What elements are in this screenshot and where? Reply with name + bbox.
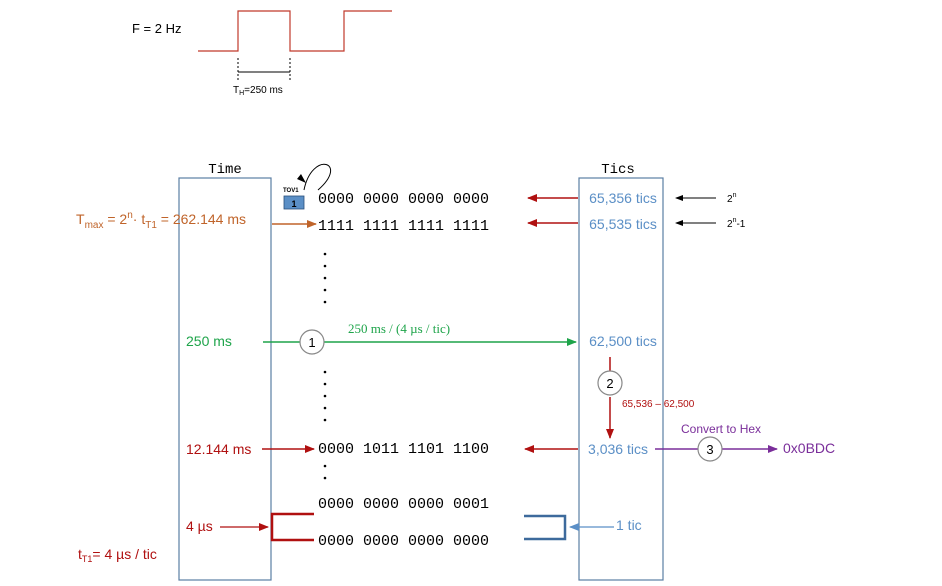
frequency-label: F = 2 Hz [132, 21, 182, 36]
tmax-label: Tmax = 2n· tT1 = 262.144 ms [76, 210, 246, 231]
register-overflow-zero: 0000 0000 0000 0000 [318, 191, 489, 208]
register-max: 1111 1111 1111 1111 [318, 218, 489, 235]
hex-value: 0x0BDC [783, 440, 835, 456]
time-12144ms: 12.144 ms [186, 441, 251, 457]
tov1-loop-arrow [303, 163, 331, 191]
tics-65535: 65,535 tics [589, 216, 657, 232]
tov1-bit: 1 [291, 199, 296, 209]
step1-badge [299, 329, 325, 355]
two-n-label: 2n [727, 192, 737, 205]
step2-badge [597, 370, 623, 396]
time-250ms: 250 ms [186, 333, 232, 349]
th-label: TH=250 ms [233, 85, 283, 97]
square-wave [198, 10, 392, 52]
time-column-box [178, 177, 272, 581]
register-preload: 0000 1011 1101 1100 [318, 441, 489, 458]
red-bracket [270, 512, 314, 542]
tov1-arrowhead [297, 174, 306, 183]
register-zero: 0000 0000 0000 0000 [318, 533, 489, 550]
tics-1: 1 tic [616, 517, 642, 533]
step2-number: 2 [606, 376, 613, 391]
time-header: Time [208, 162, 242, 178]
tov1-label: TOV1 [283, 188, 299, 194]
tov1-flag-box [283, 195, 305, 210]
step3-badge [697, 436, 723, 462]
step1-number: 1 [308, 335, 315, 350]
tics-3036: 3,036 tics [588, 441, 648, 457]
time-4us: 4 µs [186, 518, 213, 534]
ellipsis-dots [323, 252, 327, 480]
tt1-label: tT1= 4 µs / tic [78, 546, 157, 564]
step2-formula: 65,536 – 62,500 [622, 399, 695, 410]
register-one: 0000 0000 0000 0001 [318, 496, 489, 513]
step3-number: 3 [706, 442, 713, 457]
blue-bracket [524, 514, 567, 541]
tics-62500: 62,500 tics [589, 333, 657, 349]
two-n-minus-one-label: 2n-1 [727, 217, 746, 230]
step3-label: Convert to Hex [681, 422, 761, 436]
th-dimension [237, 58, 291, 80]
tics-header: Tics [601, 162, 635, 178]
step1-formula: 250 ms / (4 µs / tic) [348, 321, 450, 336]
tics-column-box [578, 177, 664, 581]
tics-65356: 65,356 tics [589, 190, 657, 206]
